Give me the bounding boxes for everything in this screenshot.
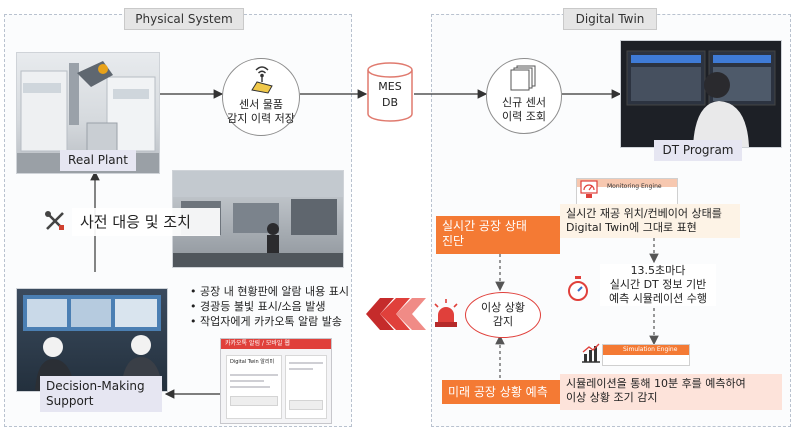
precaution-text: 사전 대응 및 조치 xyxy=(80,213,191,231)
realtime-diagnosis-label: 실시간 공장 상태 진단 xyxy=(436,216,560,254)
bar-chart-icon xyxy=(582,343,600,363)
message-line xyxy=(230,374,278,376)
action-item: • 공장 내 현황판에 알람 내용 표시 xyxy=(190,285,350,298)
message-bubble: Digital Twin 알리미 xyxy=(226,355,282,419)
future-prediction-label: 미래 공장 상황 예측 xyxy=(442,380,560,404)
sensor-icon xyxy=(251,66,273,94)
decision-support-label: Decision-Making Support xyxy=(40,376,162,412)
physical-system-title: Physical System xyxy=(124,8,244,30)
realtime-desc-line1: 실시간 재공 위치/컨베이어 상태를 xyxy=(566,207,722,220)
simulation-engine-bar xyxy=(603,345,689,355)
message-card-header: 카카오톡 알림 / 모바일 웹 xyxy=(221,339,331,349)
real-plant-label: Real Plant xyxy=(60,150,136,171)
alarm-message-card: 카카오톡 알림 / 모바일 웹 Digital Twin 알리미 xyxy=(220,338,332,424)
new-sensor-line2: 이력 조회 xyxy=(502,110,546,123)
realtime-desc-line2: Digital Twin에 그대로 표현 xyxy=(566,221,697,234)
precaution-label: 사전 대응 및 조치 xyxy=(72,208,220,236)
decision-support-line1: Decision-Making xyxy=(46,379,145,393)
simulation-engine-screen: Simulation Engine xyxy=(602,344,690,366)
simulation-engine-text: Simulation Engine xyxy=(623,346,678,353)
sensor-store-line2: 감지 이력 저장 xyxy=(227,112,295,125)
stopwatch-icon xyxy=(568,276,588,301)
new-sensor-line1: 신규 센서 xyxy=(502,96,546,109)
action-item: • 작업자에게 카카오톡 알람 발송 xyxy=(190,315,343,328)
dt-program-label: DT Program xyxy=(654,140,742,161)
anomaly-detection-node xyxy=(465,292,541,338)
mes-db-line2: DB xyxy=(381,96,399,109)
simulation-cycle-text: 13.5초마다 실시간 DT 정보 기반 예측 시뮬레이션 수행 xyxy=(600,264,716,306)
realtime-label-line1: 실시간 공장 상태 xyxy=(442,219,527,233)
message-line xyxy=(230,380,264,382)
warning-light-icon xyxy=(434,299,458,327)
sim-desc-line1: 13.5초마다 xyxy=(630,264,686,277)
decision-support-line2: Support xyxy=(46,394,94,408)
message-title: Digital Twin 알리미 xyxy=(230,359,275,365)
sim-desc-line3: 예측 시뮬레이션 수행 xyxy=(608,292,708,305)
tools-icon xyxy=(45,211,64,230)
message-button xyxy=(289,400,323,410)
anomaly-line1: 이상 상황 xyxy=(481,301,525,314)
alert-chevrons-icon xyxy=(366,298,426,330)
message-line xyxy=(289,368,313,370)
message-line xyxy=(230,386,270,388)
monitor-gauge-icon xyxy=(580,180,598,198)
action-item: • 경광등 불빛 표시/소음 발생 xyxy=(190,300,326,313)
monitoring-engine-bar xyxy=(577,179,677,187)
new-sensor-query-node xyxy=(486,58,562,134)
future-description: 시뮬레이션을 통해 10분 후를 예측하여 이상 상황 조기 감지 xyxy=(560,374,782,410)
mes-db-cylinder xyxy=(367,62,413,122)
mes-db-line1: MES xyxy=(378,80,402,93)
future-desc-line2: 이상 상황 조기 감지 xyxy=(566,391,658,404)
future-desc-line1: 시뮬레이션을 통해 10분 후를 예측하여 xyxy=(566,377,746,390)
document-stack-icon xyxy=(510,65,536,91)
message-button xyxy=(230,396,278,406)
realtime-description: 실시간 재공 위치/컨베이어 상태를 Digital Twin에 그대로 표현 xyxy=(560,204,740,238)
anomaly-line2: 감지 xyxy=(492,315,514,328)
monitoring-engine-text: Monitoring Engine xyxy=(607,183,662,190)
message-line xyxy=(289,362,323,364)
realtime-label-line2: 진단 xyxy=(442,234,465,248)
sensor-store-line1: 센서 물품 xyxy=(239,98,283,111)
action-list: • 공장 내 현황판에 알람 내용 표시 • 경광등 불빛 표시/소음 발생 •… xyxy=(190,284,349,329)
real-plant-photo xyxy=(16,52,160,174)
digital-twin-title: Digital Twin xyxy=(563,8,657,30)
dt-program-photo xyxy=(620,40,782,148)
sim-desc-line2: 실시간 DT 정보 기반 xyxy=(609,278,707,291)
message-bubble-right xyxy=(285,355,327,419)
